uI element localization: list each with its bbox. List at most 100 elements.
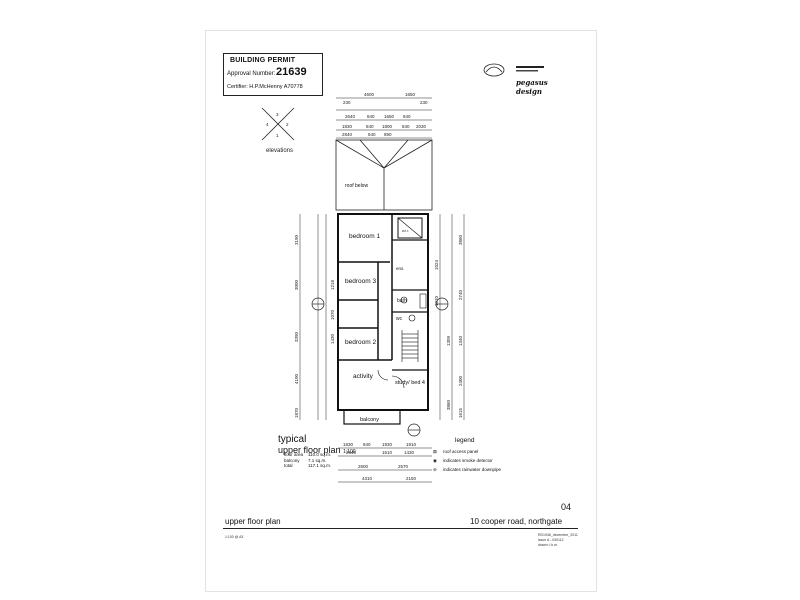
logo-icon bbox=[483, 63, 544, 77]
legend-item-downpipe: ⊖ indicates rainwater downpipe bbox=[433, 467, 502, 473]
area-balcony-label: balcony bbox=[284, 457, 300, 463]
legend-text-2: indicates rainwater downpipe bbox=[443, 467, 502, 472]
dim-top-8: 840 bbox=[366, 124, 374, 129]
dim-left-1: 3000 bbox=[294, 279, 299, 290]
plan-scale: 1:100 bbox=[343, 449, 356, 455]
top-dimension-lines bbox=[336, 97, 432, 139]
dim-left-7: 1430 bbox=[330, 333, 335, 344]
roof-outline bbox=[335, 139, 433, 211]
elevations-label: elevations bbox=[266, 148, 293, 154]
legend-text-1: indicates smoke detector bbox=[443, 458, 493, 463]
dim-bottom-0: 1830 bbox=[343, 442, 354, 447]
room-ens: ens. bbox=[396, 266, 405, 271]
area-row-total: total 117.1 sq.m. bbox=[284, 463, 331, 469]
area-floor-label: floor area bbox=[284, 452, 304, 457]
compass-n1: 3 bbox=[276, 112, 279, 117]
smoke-detector-icon: ◉ bbox=[433, 458, 437, 463]
footer-ref-2: issue A - 030112 bbox=[538, 538, 564, 542]
room-bedroom-3: bedroom 3 bbox=[345, 278, 376, 285]
downpipe-icon: ⊖ bbox=[433, 467, 437, 472]
dim-top-6: 840 bbox=[403, 114, 411, 119]
room-roof-below: roof below bbox=[345, 183, 368, 189]
room-wc: wc bbox=[396, 316, 403, 322]
room-bath: bath bbox=[397, 298, 407, 304]
dim-bottom-1: 840 bbox=[363, 442, 371, 447]
room-bedroom-2: bedroom 2 bbox=[345, 339, 376, 346]
dim-left-6: 1070 bbox=[330, 309, 335, 320]
area-row-floor: floor area 110.0 sq.m. bbox=[284, 452, 331, 458]
dim-left-4: 1870 bbox=[294, 407, 299, 418]
dim-top-14: 890 bbox=[384, 132, 392, 137]
dim-right-0: 3860 bbox=[458, 234, 463, 245]
sheet-number: 04 bbox=[561, 502, 572, 512]
area-floor-value: 110.0 sq.m. bbox=[308, 452, 332, 457]
dim-bottom-4: 2640 bbox=[346, 450, 357, 455]
dim-right-8: 1615 bbox=[458, 407, 463, 418]
dim-right-4: 1340 bbox=[458, 335, 463, 346]
approval-label: Approval Number: bbox=[227, 71, 276, 77]
legend-item-smoke-detector: ◉ indicates smoke detector bbox=[433, 458, 493, 464]
dim-bottom-6: 1430 bbox=[404, 450, 415, 455]
dim-left-0: 3190 bbox=[294, 234, 299, 245]
room-study: study/ bed 4 bbox=[395, 380, 425, 386]
floor-walls bbox=[337, 213, 429, 425]
certifier: Certifier: H.P.McHenny A70778 bbox=[227, 84, 303, 90]
room-wir: w.i.r. bbox=[402, 229, 409, 233]
dim-top-3: 2640 bbox=[345, 114, 356, 119]
footer-scale-note: 1:100 @ A3 bbox=[225, 535, 244, 539]
compass-n4: 1 bbox=[276, 133, 279, 138]
dim-right-5: 1309 bbox=[446, 335, 451, 346]
dim-bottom-5: 1610 bbox=[382, 450, 393, 455]
dim-top-10: 840 bbox=[402, 124, 410, 129]
footer-address: 10 cooper road, northgate bbox=[470, 517, 563, 526]
roof-access-icon: ⊠ bbox=[433, 449, 437, 454]
dim-bottom-10: 2150 bbox=[406, 476, 417, 481]
area-total-label: total bbox=[284, 463, 293, 468]
compass-icon bbox=[261, 107, 295, 141]
footer-ref-3: drawn: l.h.m. bbox=[538, 543, 559, 547]
permit-title: BUILDING PERMIT bbox=[230, 57, 296, 64]
dim-top-0: 4600 bbox=[364, 92, 375, 97]
left-dimension-lines bbox=[299, 214, 327, 420]
dim-top-4: 840 bbox=[367, 114, 375, 119]
legend-text-0: roof access panel bbox=[443, 449, 479, 454]
dim-top-13: 840 bbox=[368, 132, 376, 137]
dim-top-7: 1830 bbox=[342, 124, 353, 129]
dim-left-5: 1218 bbox=[330, 279, 335, 290]
right-dimension-lines bbox=[439, 214, 465, 420]
dim-bottom-9: 4310 bbox=[362, 476, 373, 481]
legend-heading: legend bbox=[455, 437, 475, 444]
footer-rule bbox=[223, 528, 578, 529]
room-activity: activity bbox=[353, 373, 374, 380]
dim-right-3: 1610 bbox=[434, 295, 439, 306]
plan-title-line2: upper floor plan 1:100 bbox=[278, 445, 356, 457]
compass-n3: 4 bbox=[266, 122, 269, 127]
dim-top-15: 230 bbox=[420, 100, 428, 105]
dim-bottom-3: 1910 bbox=[406, 442, 417, 447]
plan-title-block: typical upper floor plan 1:100 bbox=[278, 434, 356, 457]
dim-top-12: 2840 bbox=[342, 132, 353, 137]
room-bedroom-1: bedroom 1 bbox=[349, 233, 380, 240]
dim-left-3: 4100 bbox=[294, 373, 299, 384]
plan-title-line1: typical bbox=[278, 434, 307, 445]
dim-bottom-8: 2570 bbox=[398, 464, 409, 469]
dim-right-1: 1024 bbox=[434, 259, 439, 270]
footer-ref-1: RD1946_december_2011 bbox=[538, 533, 578, 537]
footer-drawing-title: upper floor plan bbox=[225, 517, 281, 526]
plan-title-text: upper floor plan bbox=[278, 445, 341, 455]
dim-top-1: 1650 bbox=[405, 92, 416, 97]
dim-top-5: 1650 bbox=[384, 114, 395, 119]
area-total-value: 117.1 sq.m. bbox=[308, 463, 332, 468]
room-balcony: balcony bbox=[360, 417, 379, 423]
dim-right-2: 2740 bbox=[458, 289, 463, 300]
dim-top-2: 230 bbox=[343, 100, 351, 105]
dim-bottom-2: 1930 bbox=[382, 442, 393, 447]
compass-n2: 2 bbox=[286, 122, 289, 127]
drawing-sheet bbox=[205, 30, 597, 592]
logo-brand: pegasus design bbox=[516, 78, 548, 96]
designer-logo: pegasus design bbox=[478, 58, 558, 96]
bottom-dimension-lines bbox=[338, 447, 432, 483]
